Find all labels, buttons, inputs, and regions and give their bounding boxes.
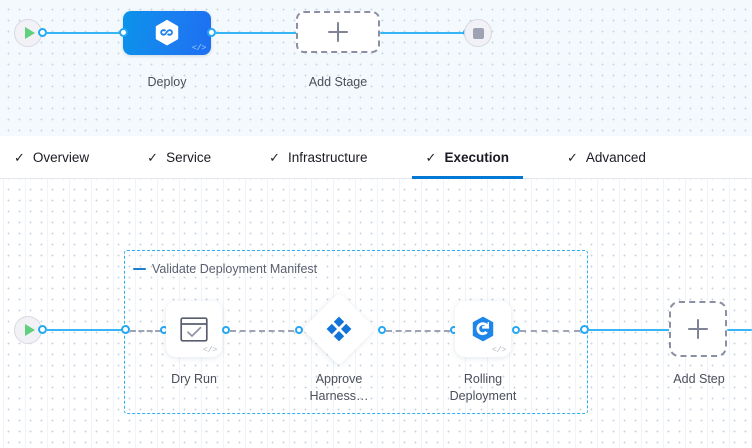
stage-canvas[interactable]: </> Deploy Add Stage bbox=[0, 0, 752, 136]
pipeline-start-node[interactable] bbox=[14, 19, 42, 47]
dashed-connector-4 bbox=[520, 329, 580, 332]
step-group-title: Validate Deployment Manifest bbox=[152, 262, 318, 276]
step-node-dry-run[interactable]: </> bbox=[166, 301, 222, 357]
play-icon bbox=[24, 324, 35, 336]
check-icon: ✓ bbox=[425, 149, 437, 165]
execution-canvas[interactable]: Validate Deployment Manifest </> Dry Run bbox=[0, 179, 752, 448]
dryrun-right-dot bbox=[222, 325, 230, 334]
tab-infrastructure[interactable]: ✓ Infrastructure bbox=[269, 137, 367, 178]
rolling-code-tag-icon: </> bbox=[491, 345, 507, 355]
check-icon: ✓ bbox=[14, 149, 25, 165]
tab-advanced-label: Advanced bbox=[585, 149, 646, 165]
play-icon bbox=[24, 27, 35, 39]
approve-right-dot bbox=[378, 325, 386, 334]
pipeline-end-node[interactable] bbox=[464, 19, 492, 47]
rolling-deployment-icon bbox=[472, 316, 494, 342]
step-label-dry-run: Dry Run bbox=[171, 372, 217, 386]
stage-config-tabs: ✓ Overview ✓ Service ✓ Infrastructure ✓ … bbox=[0, 136, 752, 179]
step-label-rolling-deployment: Rolling Deployment bbox=[449, 372, 517, 403]
check-icon: ✓ bbox=[147, 149, 159, 165]
deploy-left-dot bbox=[119, 28, 128, 37]
tab-overview[interactable]: ✓ Overview bbox=[14, 137, 89, 178]
connector-start-to-deploy bbox=[45, 31, 123, 34]
step-node-rolling-deployment[interactable]: </> bbox=[455, 301, 511, 357]
step-label-approve-harness: Approve Harness… bbox=[309, 372, 369, 403]
dashed-connector-3 bbox=[386, 329, 450, 332]
active-tab-indicator bbox=[411, 175, 523, 179]
stage-label-deploy: Deploy bbox=[147, 75, 187, 89]
step-group-header[interactable]: Validate Deployment Manifest bbox=[133, 262, 317, 276]
tab-advanced[interactable]: ✓ Advanced bbox=[567, 137, 646, 178]
check-icon: ✓ bbox=[269, 149, 280, 165]
connector-addstep-trailing bbox=[727, 328, 752, 331]
approve-left-dot bbox=[295, 325, 303, 334]
tab-execution[interactable]: ✓ Execution bbox=[411, 137, 523, 179]
tab-execution-label: Execution bbox=[444, 149, 509, 165]
tab-service[interactable]: ✓ Service bbox=[147, 137, 211, 178]
rolling-right-dot bbox=[512, 325, 520, 334]
group-entry-dot bbox=[121, 325, 130, 334]
check-icon: ✓ bbox=[566, 149, 578, 165]
connector-deploy-to-addstage bbox=[214, 31, 298, 34]
tab-overview-label: Overview bbox=[32, 149, 90, 165]
plus-icon bbox=[328, 22, 348, 42]
dry-run-code-tag-icon: </> bbox=[202, 345, 218, 355]
stop-icon bbox=[472, 27, 484, 39]
connector-start-to-group bbox=[45, 328, 125, 331]
tab-infrastructure-label: Infrastructure bbox=[288, 149, 368, 165]
add-step-label: Add Step bbox=[673, 372, 725, 386]
stage-code-tag-icon: </> bbox=[191, 43, 207, 53]
plus-icon bbox=[688, 319, 708, 339]
approve-icon-wrap bbox=[324, 314, 354, 344]
tab-service-label: Service bbox=[166, 149, 212, 165]
add-step-button[interactable] bbox=[669, 301, 727, 357]
harness-hexagon-icon bbox=[155, 19, 179, 46]
connector-addstage-to-end bbox=[380, 31, 468, 34]
add-stage-button[interactable] bbox=[296, 11, 380, 53]
collapse-dash-icon[interactable] bbox=[133, 267, 146, 271]
stage-node-deploy[interactable]: </> bbox=[123, 11, 211, 55]
dashed-connector-1 bbox=[130, 329, 161, 332]
dashed-connector-2 bbox=[230, 329, 294, 332]
add-stage-label: Add Stage bbox=[308, 75, 368, 89]
dry-run-window-check-icon bbox=[180, 316, 208, 342]
connector-group-to-addstep bbox=[587, 328, 670, 331]
approve-diamond-icon bbox=[326, 316, 352, 342]
